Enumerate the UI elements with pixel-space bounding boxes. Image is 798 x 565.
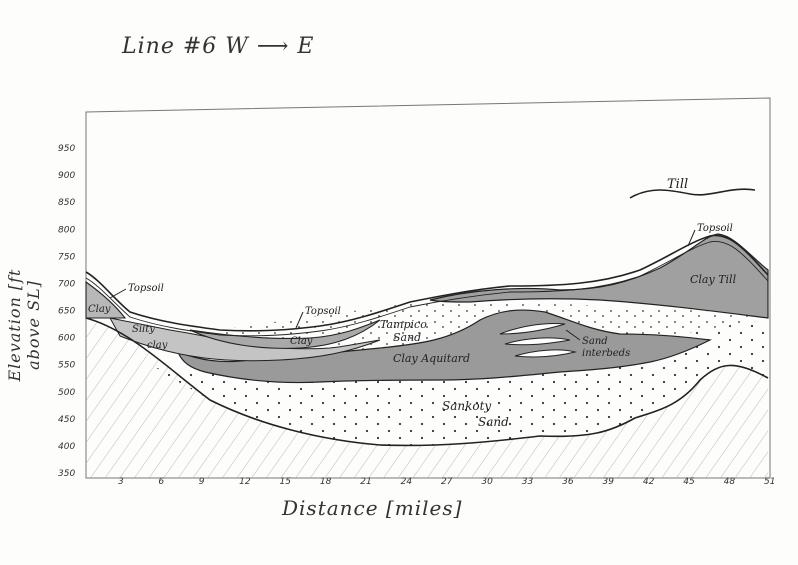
label-silty-1: Silty — [132, 324, 155, 335]
label-sand-interbeds-2: interbeds — [582, 348, 630, 359]
y-tick-label: 700 — [58, 279, 75, 289]
label-tampico-2: Sand — [393, 331, 421, 344]
x-tick-label: 15 — [280, 477, 292, 487]
x-tick-label: 9 — [199, 477, 205, 487]
label-till: Till — [667, 177, 688, 192]
x-tick-label: 30 — [481, 477, 493, 487]
label-silty-2: clay — [147, 340, 168, 351]
y-tick-label: 900 — [58, 171, 75, 181]
x-tick-label: 48 — [724, 477, 736, 487]
y-tick-label: 650 — [58, 307, 75, 317]
x-tick-label: 18 — [320, 477, 332, 487]
y-tick-label: 750 — [58, 252, 75, 262]
y-tick-label: 500 — [58, 388, 75, 398]
label-clay-till: Clay Till — [690, 273, 737, 286]
x-tick-label: 51 — [764, 477, 775, 487]
label-clay-mid: Clay — [290, 336, 313, 347]
x-tick-label: 27 — [441, 477, 453, 487]
label-clay-aquitard: Clay Aquitard — [393, 352, 470, 365]
x-tick-label: 39 — [603, 477, 615, 487]
label-sankoty-1: Sankoty — [442, 399, 491, 413]
label-topsoil-left: Topsoil — [128, 283, 164, 294]
x-tick-label: 33 — [522, 477, 534, 487]
x-tick-label: 36 — [562, 477, 574, 487]
label-clay-left: Clay — [88, 304, 111, 315]
x-tick-label: 24 — [401, 477, 413, 487]
y-tick-label: 950 — [58, 144, 75, 154]
y-tick-label: 800 — [58, 225, 75, 235]
y-tick-label: 450 — [58, 415, 75, 425]
label-topsoil-mid: Topsoil — [305, 306, 341, 317]
arrow-topsoil-left — [110, 289, 126, 298]
y-axis-ticks: 950 900 850 800 750 700 650 600 550 500 450 400 350 — [58, 144, 75, 479]
x-tick-label: 42 — [643, 477, 655, 487]
label-sankoty-2: Sand — [478, 415, 509, 429]
y-tick-label: 550 — [58, 361, 75, 371]
y-tick-label: 850 — [58, 198, 75, 208]
y-tick-label: 350 — [58, 469, 75, 479]
x-tick-label: 12 — [239, 477, 251, 487]
y-tick-label: 600 — [58, 334, 75, 344]
till-line — [630, 189, 755, 198]
y-tick-label: 400 — [58, 442, 75, 452]
x-tick-label: 45 — [683, 477, 695, 487]
label-sand-interbeds-1: Sand — [582, 336, 608, 347]
x-tick-label: 3 — [118, 477, 124, 487]
label-topsoil-right: Topsoil — [697, 223, 733, 234]
x-tick-label: 6 — [158, 477, 164, 487]
label-tampico-1: Tampico — [380, 318, 427, 331]
x-tick-label: 21 — [360, 477, 371, 487]
